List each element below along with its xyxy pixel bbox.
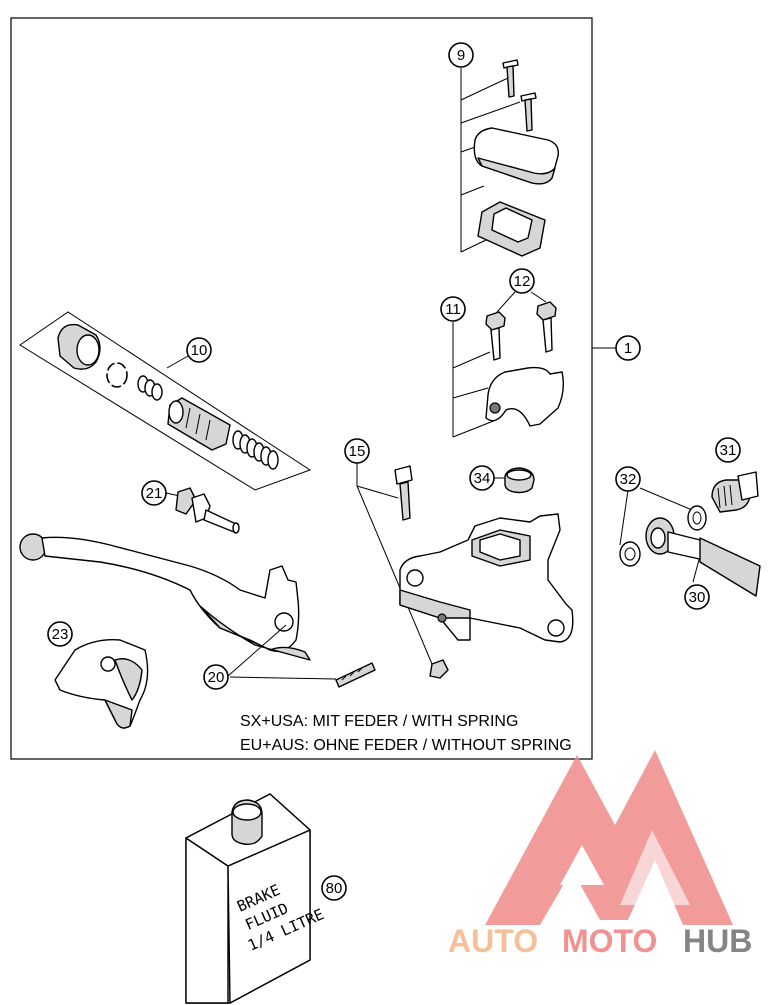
callout-30: 30 [684,584,710,610]
svg-text:30: 30 [689,589,706,606]
spring-note-line-1: SX+USA: MIT FEDER / WITH SPRING [240,713,518,730]
callout-9: 9 [448,42,474,68]
automotohub-logo: AUTO MOTO HUB [448,750,752,959]
pivot-nut [429,659,449,679]
pivot-bolt [356,461,449,679]
svg-text:10: 10 [191,342,208,359]
cover-screw [502,59,519,98]
callout-23: 23 [47,621,73,647]
handlebar-clamp [485,366,565,427]
svg-text:12: 12 [514,273,531,290]
lever-adjuster [165,487,240,534]
reservoir-cap [494,467,535,494]
brake-line-group [619,471,761,597]
copper-washer [687,505,707,531]
callout-32: 32 [615,466,641,492]
callout-21: 21 [141,480,167,506]
copper-washer [619,541,641,567]
callout-11: 11 [440,296,466,322]
master-cylinder-body [399,513,574,643]
svg-text:9: 9 [457,47,465,64]
svg-text:34: 34 [474,470,491,487]
callout-1: 1 [615,335,641,361]
svg-text:21: 21 [146,485,163,502]
banjo-fitting [645,517,761,597]
brake-lever [19,533,311,677]
piston-kit-group [19,311,312,491]
svg-text:31: 31 [720,442,737,459]
callout-20: 20 [203,664,229,690]
banjo-bolt [711,471,759,513]
clamp-bolt [536,301,557,353]
svg-text:80: 80 [326,880,343,897]
circlip [106,362,128,388]
callout-12: 12 [509,268,535,294]
brake-fluid-bottle: BRAKE FLUID 1/4 LITRE [185,793,327,1004]
cover-screw [520,92,537,132]
logo-auto: AUTO [448,923,538,959]
svg-text:20: 20 [208,669,225,686]
clamp-bolt [485,311,506,361]
svg-text:23: 23 [52,626,69,643]
svg-text:32: 32 [620,471,637,488]
reservoir-cover-group [460,59,559,257]
callout-10: 10 [186,337,212,363]
handlebar-clamp-group [452,291,565,438]
piston-spring [232,430,279,470]
callout-34: 34 [469,465,495,491]
lever-spring [229,662,376,688]
callout-15: 15 [344,438,370,464]
lever-guard [54,639,149,729]
logo-moto: MOTO [562,923,657,959]
svg-text:1: 1 [624,340,632,357]
assembly-frame [10,17,593,760]
spring-note-line-2: EU+AUS: OHNE FEDER / WITHOUT SPRING [240,737,572,754]
callout-80: 80 [321,875,347,901]
logo-hub: HUB [683,923,752,959]
callout-31: 31 [715,437,741,463]
svg-text:15: 15 [349,443,366,460]
svg-text:11: 11 [445,301,461,318]
